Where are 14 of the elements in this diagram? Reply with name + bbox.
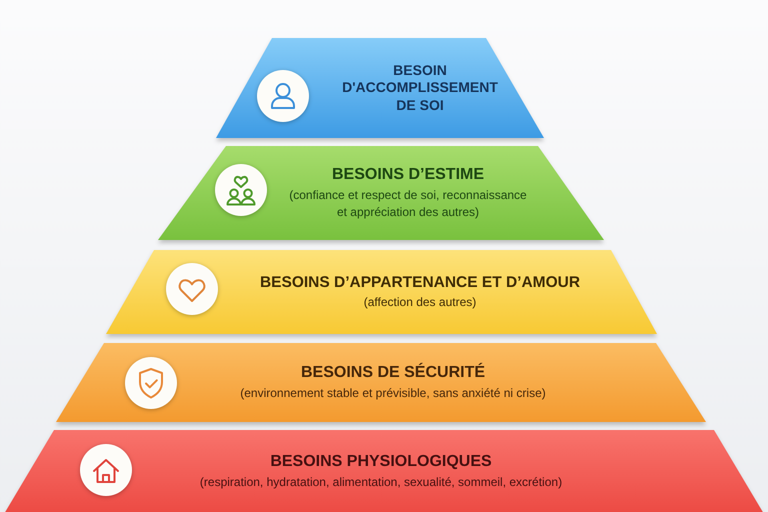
pyramid-tier [56, 343, 706, 422]
tier-title: BESOINS D’APPARTENANCE ET D’AMOUR [260, 272, 580, 292]
tier-description: (confiance et respect de soi, reconnaissance et appréciation des autres) [288, 186, 528, 221]
tier-description: (respiration, hydratation, alimentation, sexualité, sommeil, excrétion) [200, 474, 562, 492]
tier-title: BESOINS PHYSIOLOGIQUES [270, 452, 492, 472]
pyramid-tier [216, 38, 544, 138]
pyramid-tier [106, 250, 657, 334]
tier-title: BESOINS DE SÉCURITÉ [300, 362, 486, 383]
tier-description: (environnement stable et prévisible, sans anxiété ni crise) [240, 384, 546, 402]
pyramid-tier [4, 430, 764, 512]
pyramid-tier [158, 146, 604, 240]
tier-description: (affection des autres) [364, 294, 476, 311]
tier-title: BESOINS D’ESTIME [332, 164, 484, 185]
tier-title: BESOIN D'ACCOMPLISSEMENT DE SOI [341, 62, 499, 114]
